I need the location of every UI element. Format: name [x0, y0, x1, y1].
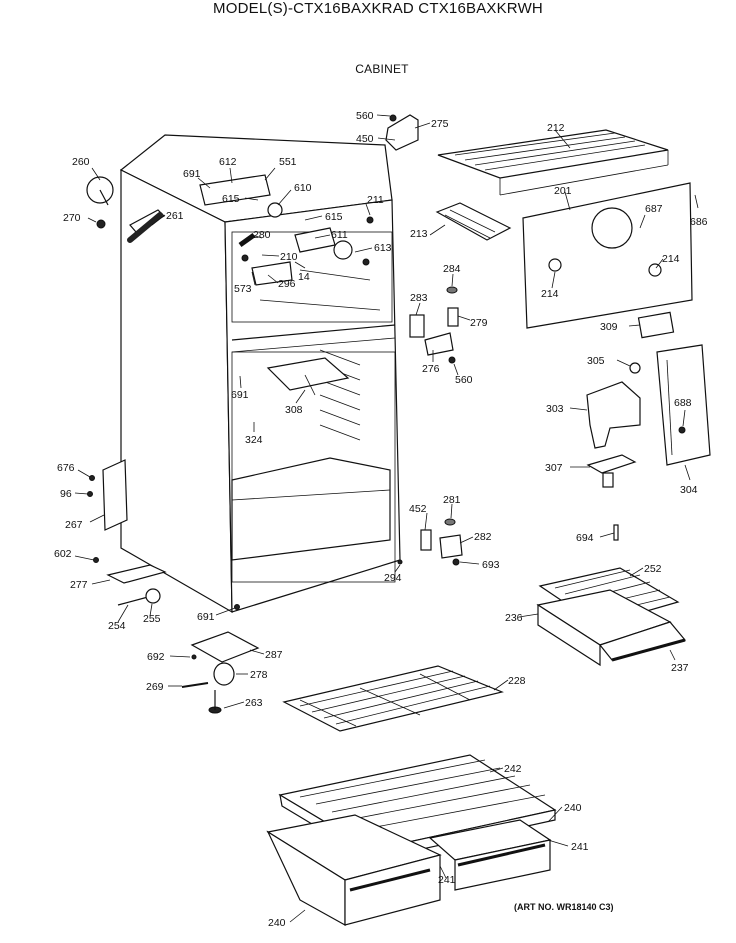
callout-551: 551	[279, 156, 297, 168]
callout-278: 278	[250, 669, 268, 681]
callout-573: 573	[234, 283, 252, 295]
callout-212: 212	[547, 122, 565, 134]
callout-270: 270	[63, 212, 81, 224]
callout-213: 213	[410, 228, 428, 240]
panel-309	[637, 311, 675, 339]
callout-279: 279	[470, 317, 488, 329]
callout-307: 307	[545, 462, 563, 474]
callout-labels: 560 275 450 212 260 691 612 551 610 615 …	[54, 110, 708, 929]
callout-687: 687	[645, 203, 663, 215]
callout-276: 276	[422, 363, 440, 375]
callout-287: 287	[265, 649, 283, 661]
callout-237: 237	[671, 662, 689, 674]
crisper-cover-252	[536, 567, 687, 667]
art-number: (ART NO. WR18140 C3)	[514, 902, 614, 912]
callout-615b: 615	[325, 211, 343, 223]
callout-240b: 240	[268, 917, 286, 929]
callout-275: 275	[431, 118, 449, 130]
callout-612: 612	[219, 156, 237, 168]
callout-688: 688	[674, 397, 692, 409]
callout-309: 309	[600, 321, 618, 333]
callout-280: 280	[253, 229, 271, 241]
callout-324: 324	[245, 434, 263, 446]
callout-560b: 560	[455, 374, 473, 386]
callout-211: 211	[367, 194, 384, 206]
leader-lines	[74, 114, 699, 923]
left-rail-267	[87, 459, 128, 563]
callout-281: 281	[443, 494, 461, 506]
fresh-food-shelf-228	[282, 665, 504, 732]
callout-254: 254	[108, 620, 126, 632]
roller-bracket	[181, 631, 260, 714]
callout-210: 210	[280, 251, 298, 263]
leveling-parts	[106, 564, 240, 610]
callout-277: 277	[70, 579, 88, 591]
callout-242: 242	[504, 763, 522, 775]
callout-282: 282	[474, 531, 492, 543]
callout-261: 261	[166, 210, 184, 222]
callout-686: 686	[690, 216, 708, 228]
callout-241a: 241	[571, 841, 589, 853]
callout-693: 693	[482, 559, 500, 571]
callout-691b: 691	[231, 389, 249, 401]
callout-304: 304	[680, 484, 698, 496]
callout-241b: 241	[438, 874, 456, 886]
callout-240a: 240	[564, 802, 582, 814]
crisper-drawers	[266, 814, 552, 927]
callout-610: 610	[294, 182, 312, 194]
callout-284: 284	[443, 263, 461, 275]
callout-283: 283	[410, 292, 428, 304]
freezer-shelf-212	[437, 129, 669, 196]
callout-694: 694	[576, 532, 594, 544]
left-hardware	[86, 176, 163, 243]
top-hinge-275	[385, 114, 419, 151]
callout-613: 613	[374, 242, 392, 254]
callout-303: 303	[546, 403, 564, 415]
callout-691a: 691	[183, 168, 201, 180]
callout-450: 450	[356, 133, 374, 145]
callout-308: 308	[285, 404, 303, 416]
callout-260: 260	[72, 156, 90, 168]
callout-263: 263	[245, 697, 263, 709]
callout-615a: 615	[222, 193, 240, 205]
callout-214b: 214	[541, 288, 559, 300]
callout-560a: 560	[356, 110, 374, 122]
callout-236: 236	[505, 612, 523, 624]
callout-305: 305	[587, 355, 605, 367]
callout-611: 611	[331, 229, 348, 241]
cabinet-body	[119, 134, 401, 614]
evaporator-cover-201	[522, 182, 693, 329]
lower-hinge-parts	[397, 518, 619, 566]
ice-tray-213	[435, 202, 512, 241]
callout-214a: 214	[662, 253, 680, 265]
callout-14: 14	[298, 271, 310, 283]
callout-452: 452	[409, 503, 427, 515]
control-housing	[586, 344, 711, 488]
callout-296: 296	[278, 278, 296, 290]
callout-692: 692	[147, 651, 165, 663]
control-components	[199, 174, 374, 286]
callout-294: 294	[384, 572, 402, 584]
callout-267: 267	[65, 519, 83, 531]
callout-676: 676	[57, 462, 75, 474]
callout-252: 252	[644, 563, 662, 575]
center-hinge-parts	[409, 286, 459, 364]
callout-691c: 691	[197, 611, 215, 623]
callout-96: 96	[60, 488, 72, 500]
callout-269: 269	[146, 681, 164, 693]
callout-255: 255	[143, 613, 161, 625]
model-title: MODEL(S)-CTX16BAXKRAD CTX16BAXKRWH	[213, 0, 543, 17]
section-title: CABINET	[355, 62, 409, 76]
callout-602: 602	[54, 548, 72, 560]
callout-228: 228	[508, 675, 526, 687]
callout-201: 201	[554, 185, 572, 197]
